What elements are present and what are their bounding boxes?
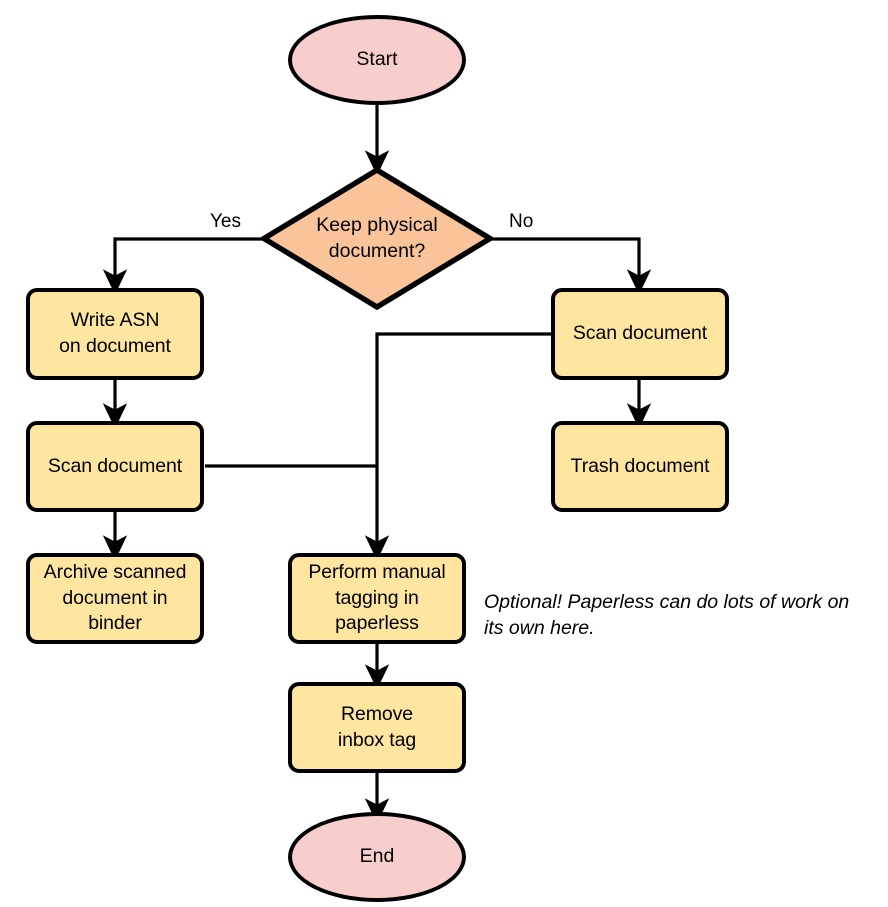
node-perform-manual-tagging[interactable]: Perform manual tagging in paperless xyxy=(288,553,466,644)
node-trash-document-label: Trash document xyxy=(570,454,710,477)
node-end-label: End xyxy=(359,845,395,868)
edge-label-no: No xyxy=(509,211,534,232)
node-start-label: Start xyxy=(356,48,398,71)
node-start[interactable]: Start xyxy=(288,15,466,105)
node-remove-inbox-label-line1: Remove xyxy=(340,702,413,725)
edge-label-yes: Yes xyxy=(210,211,241,232)
annotation-optional-note-line2: its own here. xyxy=(484,617,595,640)
node-scan-document-left-label: Scan document xyxy=(47,454,183,477)
edge-scan-right-to-tagging xyxy=(364,332,551,561)
node-remove-inbox-label-line2: inbox tag xyxy=(337,728,417,751)
node-decision-label-line2: document? xyxy=(328,239,426,262)
node-remove-inbox-tag[interactable]: Remove inbox tag xyxy=(288,682,466,773)
node-write-asn-label-line2: on document xyxy=(59,335,171,357)
node-tagging-label-line1: Perform manual xyxy=(308,560,446,583)
node-archive-label: Archive scanned document in binder xyxy=(44,560,187,637)
node-decision-label: Keep physical document? xyxy=(316,213,437,264)
node-end[interactable]: End xyxy=(288,812,466,902)
node-decision-label-line1: Keep physical xyxy=(316,213,438,236)
node-scan-document-right-label: Scan document xyxy=(572,322,708,345)
node-archive-scanned-document[interactable]: Archive scanned document in binder xyxy=(26,553,204,644)
node-archive-label-line1: Archive scanned xyxy=(43,560,187,583)
annotation-optional-note-line1: Optional! Paperless can do lots of work … xyxy=(484,591,850,613)
edge-decision-yes-to-write-asn xyxy=(102,237,263,295)
node-tagging-label-line2: tagging in xyxy=(335,586,419,609)
decision-shape xyxy=(261,167,493,310)
node-archive-label-line3: binder xyxy=(88,612,142,635)
node-tagging-label-line3: paperless xyxy=(335,612,419,635)
node-remove-inbox-label: Remove inbox tag xyxy=(338,702,416,753)
node-scan-document-right[interactable]: Scan document xyxy=(551,288,729,380)
node-decision-keep-physical-document[interactable]: Keep physical document? xyxy=(261,167,493,310)
node-tagging-label: Perform manual tagging in paperless xyxy=(308,560,445,637)
node-archive-label-line2: document in xyxy=(62,586,168,609)
node-write-asn-on-document[interactable]: Write ASN on document xyxy=(26,288,204,380)
node-write-asn-label-line1: Write ASN xyxy=(70,309,160,332)
node-write-asn-label: Write ASN on document xyxy=(59,308,171,359)
edge-decision-no-to-scan-right xyxy=(492,237,652,295)
node-trash-document[interactable]: Trash document xyxy=(551,421,729,512)
node-scan-document-left[interactable]: Scan document xyxy=(26,421,204,512)
annotation-optional-note: Optional! Paperless can do lots of work … xyxy=(484,589,888,642)
